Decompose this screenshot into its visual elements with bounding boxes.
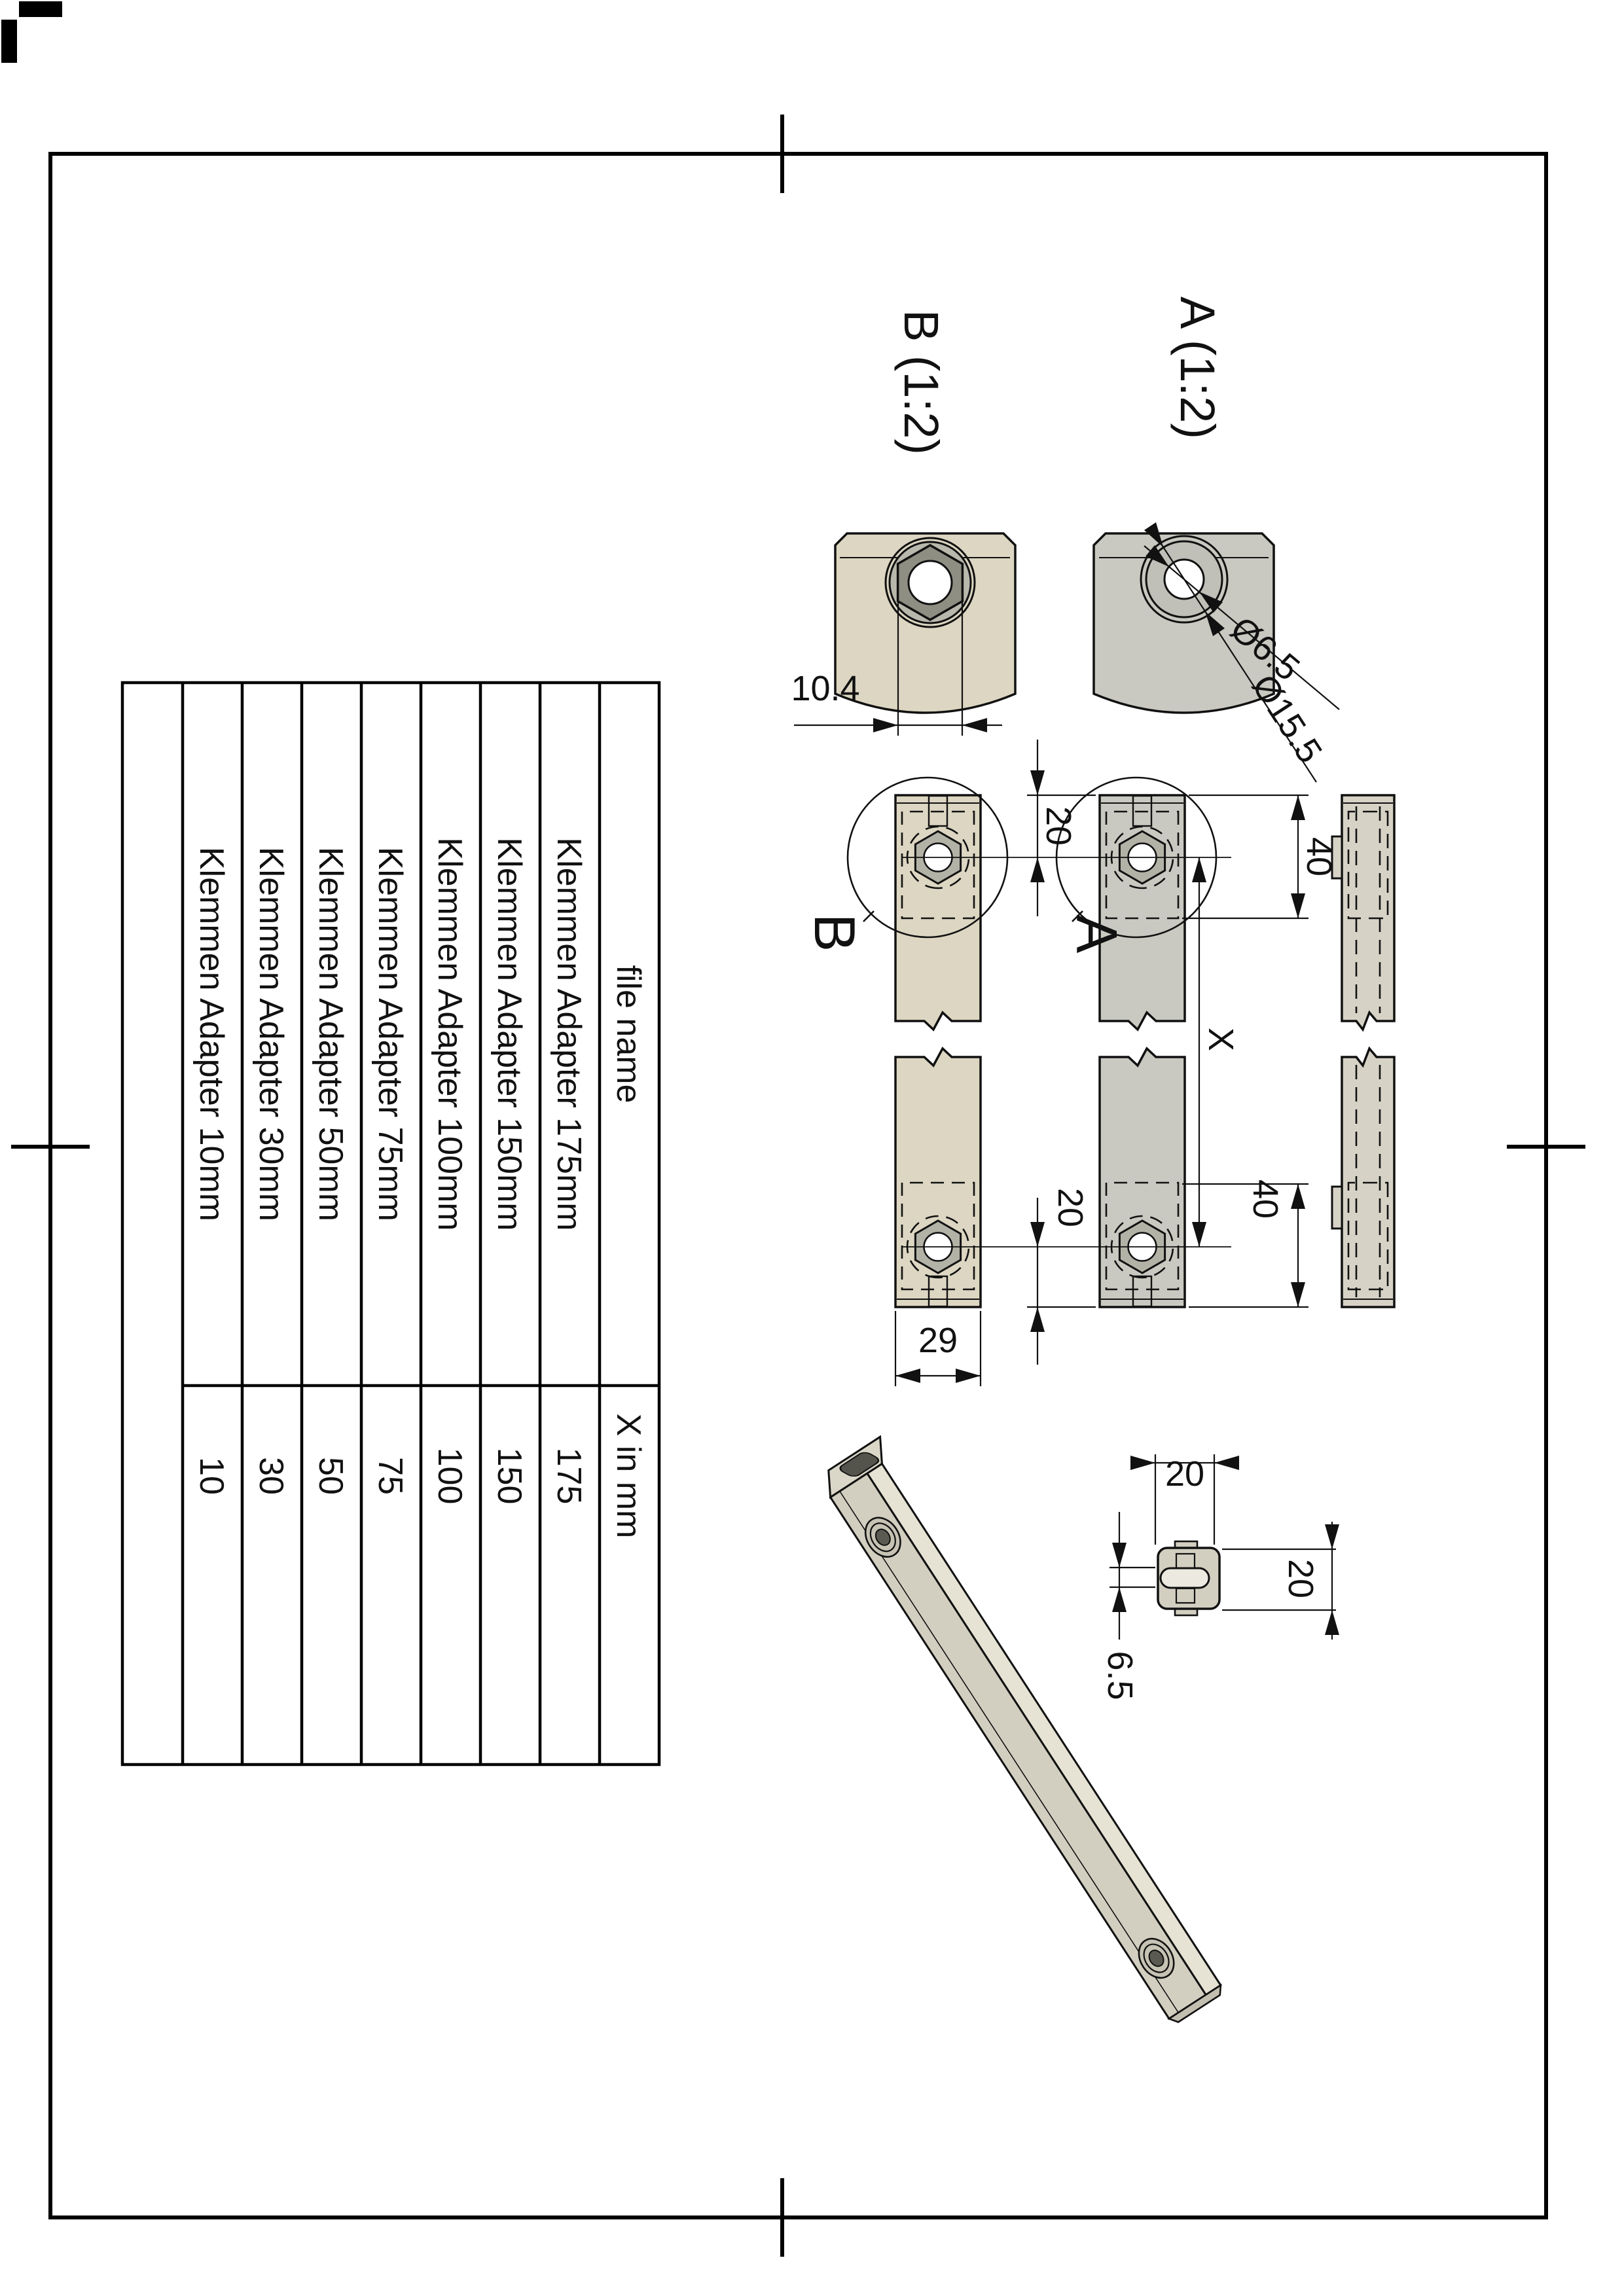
table-row-name: Klemmen Adapter 50mm xyxy=(312,847,350,1221)
table-row-name: Klemmen Adapter 75mm xyxy=(371,847,409,1221)
dim-length-x: X xyxy=(1192,857,1240,1247)
iso-counterbore-far xyxy=(1138,1937,1175,1979)
dim-right-20: 20 xyxy=(1027,1188,1096,1365)
table-row-x: 150 xyxy=(490,1448,528,1505)
dim-left-20: 20 xyxy=(1027,740,1096,916)
sheet-frame xyxy=(1,1,1585,2257)
detail-b-label: B (1:2) xyxy=(894,310,948,455)
table-row-name: Klemmen Adapter 150mm xyxy=(490,837,528,1230)
iso-counterbore-near xyxy=(864,1516,901,1558)
svg-text:6.5: 6.5 xyxy=(1100,1651,1140,1700)
dim-end-width-20: 20 xyxy=(1222,1522,1339,1640)
detail-view-a: A (1:2) Ø6.5 Ø15.5 xyxy=(1092,296,1340,783)
svg-text:20: 20 xyxy=(1039,806,1078,846)
clamp-tab-right xyxy=(1331,1185,1343,1230)
corner-mark-vertical xyxy=(19,1,62,17)
table-row-x: 75 xyxy=(371,1457,409,1495)
svg-text:29: 29 xyxy=(918,1321,958,1360)
table-row-name: Klemmen Adapter 30mm xyxy=(252,847,290,1221)
view-b-letter: B xyxy=(803,914,867,952)
table-row-x: 10 xyxy=(192,1457,230,1495)
table-row-x: 100 xyxy=(431,1448,469,1505)
svg-text:20: 20 xyxy=(1051,1188,1090,1227)
end-view-slot xyxy=(1159,1567,1210,1589)
svg-text:20: 20 xyxy=(1165,1454,1204,1494)
table-row-x: 30 xyxy=(252,1457,290,1495)
table-header-x: X in mm xyxy=(609,1414,647,1539)
end-view: 20 20 6.5 xyxy=(1100,1454,1339,1700)
parts-table: file name X in mm Klemmen Adapter 175mm … xyxy=(120,681,661,1767)
dim-end-height-20: 20 xyxy=(1130,1454,1239,1545)
table-row-name: Klemmen Adapter 100mm xyxy=(431,837,469,1230)
iso-far-end xyxy=(1167,1983,1222,2023)
table-row-name: Klemmen Adapter 10mm xyxy=(192,847,230,1221)
dim-right-40: 40 xyxy=(1182,1179,1308,1308)
table-header-name: file name xyxy=(609,965,647,1103)
clamp-tab-left xyxy=(1331,835,1343,880)
svg-text:20: 20 xyxy=(1281,1559,1320,1598)
side-view xyxy=(1331,794,1396,1308)
dim-10-4-text: 10.4 xyxy=(791,669,859,708)
detail-a-label: A (1:2) xyxy=(1170,296,1225,439)
dim-counterbore-text: Ø15.5 xyxy=(1244,668,1329,770)
table-row-x: 175 xyxy=(550,1448,588,1505)
corner-mark-horizontal xyxy=(1,20,17,63)
table-row-name: Klemmen Adapter 175mm xyxy=(550,837,588,1230)
view-a-letter: A xyxy=(1064,915,1129,954)
svg-text:40: 40 xyxy=(1299,837,1339,876)
table-row-x: 50 xyxy=(312,1457,350,1495)
view-a-bar: A xyxy=(1055,776,1218,1308)
dim-width-29: 29 xyxy=(894,1311,982,1386)
dim-end-slot-6-5: 6.5 xyxy=(1100,1512,1155,1700)
svg-text:40: 40 xyxy=(1246,1179,1285,1219)
detail-view-b: B (1:2) 10.4 xyxy=(791,310,1017,736)
dim-left-40: 40 xyxy=(1182,794,1339,920)
dim-10-4: 10.4 xyxy=(791,602,1002,736)
svg-text:X: X xyxy=(1201,1028,1240,1051)
iso-end-slot xyxy=(839,1452,880,1477)
detail-b-hole xyxy=(907,560,953,605)
isometric-view xyxy=(827,1435,1222,2023)
